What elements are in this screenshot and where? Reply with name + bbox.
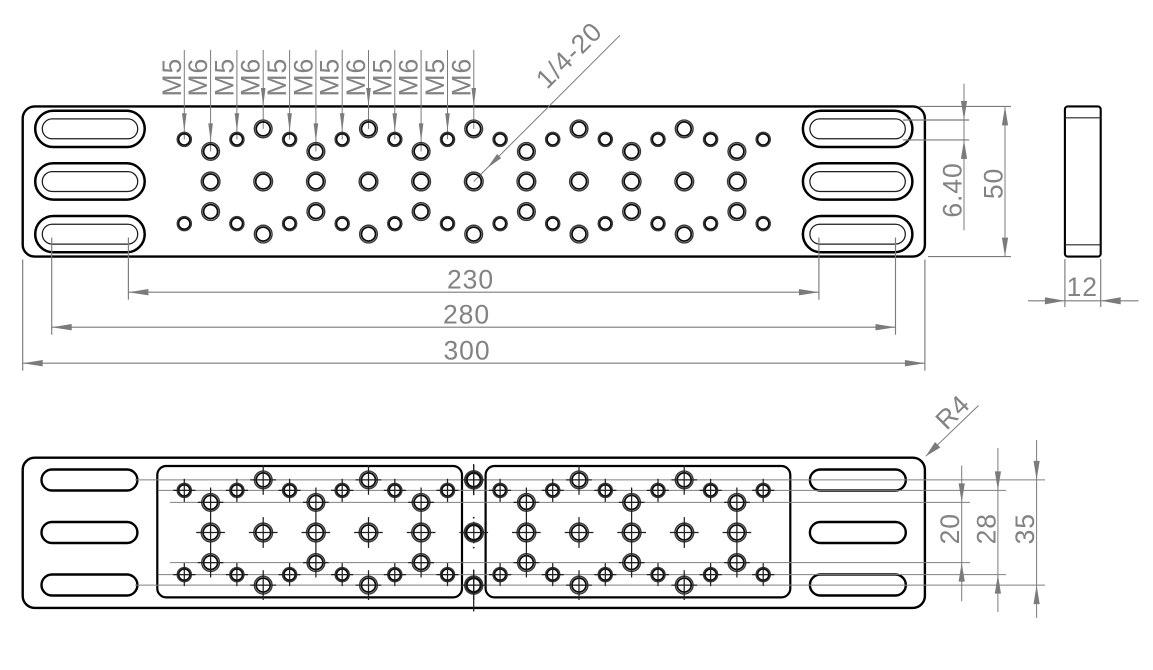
svg-text:M5: M5: [262, 58, 292, 97]
svg-text:M5: M5: [420, 58, 450, 97]
svg-text:50: 50: [979, 168, 1009, 199]
svg-text:M6: M6: [183, 58, 213, 97]
svg-text:280: 280: [443, 299, 490, 329]
svg-text:M5: M5: [367, 58, 397, 97]
svg-text:230: 230: [447, 264, 494, 294]
svg-text:28: 28: [971, 513, 1001, 544]
svg-text:M5: M5: [157, 58, 187, 97]
svg-text:M6: M6: [394, 58, 424, 97]
svg-text:300: 300: [444, 335, 491, 365]
svg-text:12: 12: [1067, 272, 1098, 302]
svg-text:M6: M6: [288, 58, 318, 97]
svg-text:6.40: 6.40: [938, 162, 968, 217]
svg-text:M5: M5: [315, 58, 345, 97]
svg-text:M6: M6: [446, 58, 476, 97]
svg-text:M6: M6: [341, 58, 371, 97]
svg-text:20: 20: [935, 513, 965, 544]
svg-text:M6: M6: [236, 58, 266, 97]
svg-text:M5: M5: [209, 58, 239, 97]
svg-text:35: 35: [1010, 513, 1040, 544]
